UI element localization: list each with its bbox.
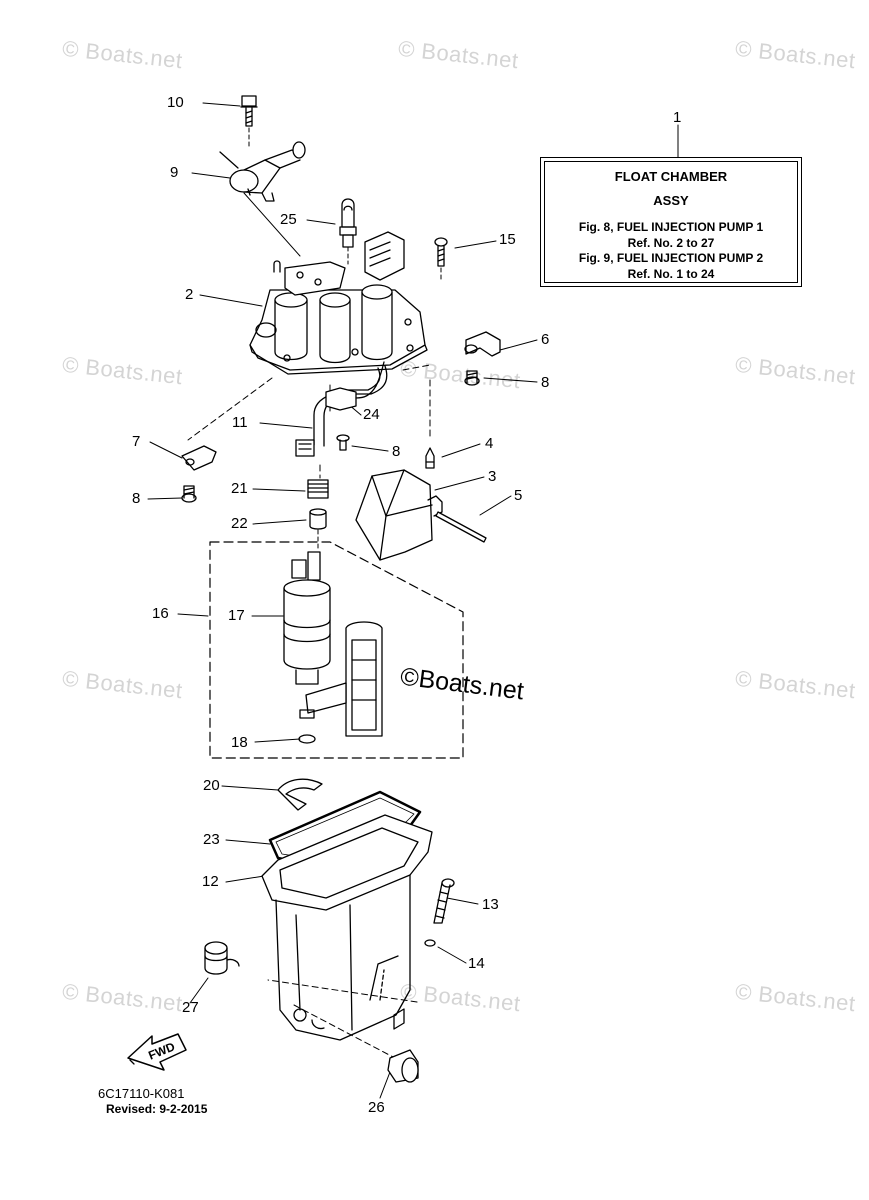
- callout-11: 11: [232, 414, 248, 431]
- callout-5: 5: [514, 487, 523, 504]
- callout-8-mid: 8: [392, 443, 401, 460]
- cover-assembly-2: [249, 231, 428, 395]
- fig-9-line: Fig. 9, FUEL INJECTION PUMP 2: [578, 251, 764, 265]
- grommet-27: [204, 941, 240, 975]
- plug-26: [387, 1049, 419, 1083]
- grommet-21: [307, 479, 329, 499]
- callout-26: 26: [368, 1099, 385, 1116]
- callout-13: 13: [482, 896, 499, 913]
- pressure-regulator-9: [219, 141, 306, 257]
- fig-8-line: Fig. 8, FUEL INJECTION PUMP 1: [578, 220, 764, 234]
- fig-8-ref: Ref. No. 2 to 27: [627, 236, 715, 250]
- callout-18: 18: [231, 734, 248, 751]
- drain-screw-13: [433, 878, 455, 924]
- title-line-2: ASSY: [653, 193, 689, 208]
- harness-11: [295, 387, 357, 457]
- sensor-25: [339, 198, 357, 265]
- float-chamber-12: [261, 814, 433, 1041]
- callout-15: 15: [499, 231, 516, 248]
- callout-22: 22: [231, 515, 248, 532]
- callout-9: 9: [170, 164, 179, 181]
- callout-8-left: 8: [132, 490, 141, 507]
- screw-8-right: [464, 370, 480, 386]
- collar-22: [309, 508, 327, 549]
- revised-date: Revised: 9-2-2015: [106, 1102, 208, 1116]
- callout-17: 17: [228, 607, 245, 624]
- callout-12: 12: [202, 873, 219, 890]
- hose-24: [355, 361, 385, 399]
- bracket-7: [181, 445, 217, 471]
- callout-25: 25: [280, 211, 297, 228]
- pin-4: [425, 447, 435, 469]
- callout-8-right: 8: [541, 374, 550, 391]
- callout-23: 23: [203, 831, 220, 848]
- pin-5: [435, 511, 487, 543]
- part-code: 6C17110-K081: [98, 1086, 185, 1101]
- screw-15: [434, 237, 448, 281]
- gasket-20: [277, 778, 323, 811]
- clip-6: [464, 331, 501, 357]
- filter-19: [299, 621, 383, 737]
- callout-14: 14: [468, 955, 485, 972]
- callout-4: 4: [485, 435, 494, 452]
- callout-27: 27: [182, 999, 199, 1016]
- leader-lines: [147, 102, 679, 1099]
- fig-9-ref: Ref. No. 1 to 24: [627, 267, 715, 281]
- callout-2: 2: [185, 286, 194, 303]
- screw-8-mid: [336, 434, 350, 451]
- callout-7: 7: [132, 433, 141, 450]
- callout-10: 10: [167, 94, 184, 111]
- cover-3: [355, 469, 443, 561]
- callout-20: 20: [203, 777, 220, 794]
- callout-6: 6: [541, 331, 550, 348]
- title-line-1: FLOAT CHAMBER: [614, 169, 728, 184]
- callout-1: 1: [673, 109, 682, 126]
- title-box-inner: FLOAT CHAMBER ASSY Fig. 8, FUEL INJECTIO…: [544, 161, 798, 283]
- title-box: FLOAT CHAMBER ASSY Fig. 8, FUEL INJECTIO…: [540, 157, 802, 287]
- callout-3: 3: [488, 468, 497, 485]
- screw-8-left: [181, 485, 197, 503]
- callout-21: 21: [231, 480, 248, 497]
- fwd-arrow-icon: [127, 1033, 187, 1071]
- bolt-10: [240, 95, 258, 149]
- callout-16: 16: [152, 605, 169, 622]
- clip-18: [298, 734, 316, 744]
- callout-24: 24: [363, 406, 380, 423]
- pump-assembly-outline: [209, 541, 464, 759]
- washer-14: [424, 939, 436, 947]
- fuel-pump-17: [283, 551, 331, 685]
